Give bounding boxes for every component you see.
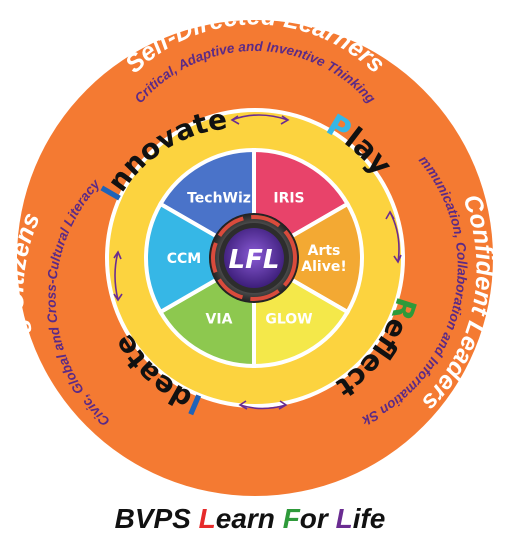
hub: LFL bbox=[209, 213, 299, 303]
hub-label: LFL bbox=[229, 245, 280, 275]
arrow-top-head-left-icon bbox=[230, 115, 240, 125]
middle-ring-border bbox=[105, 108, 405, 408]
arrow-right-head-top-icon bbox=[385, 210, 395, 220]
footer-tagline: BVPS Learn For Life bbox=[115, 503, 386, 534]
arrow-bottom-icon bbox=[239, 404, 287, 410]
segment-label: TechWiz bbox=[187, 190, 251, 206]
arrow-right-head-bottom-icon bbox=[393, 254, 402, 264]
segment-label: IRIS bbox=[273, 190, 304, 206]
segment-label: VIA bbox=[206, 312, 233, 328]
arrow-bottom-head-left-icon bbox=[238, 400, 248, 410]
cycle-arrows bbox=[113, 114, 402, 410]
segment-ccm bbox=[144, 201, 259, 315]
arrow-left-head-top-icon bbox=[113, 250, 122, 260]
segment-label: CCM bbox=[167, 251, 201, 267]
arrow-bottom-head-right-icon bbox=[278, 400, 288, 410]
segment-label: GLOW bbox=[265, 312, 312, 328]
arrow-left-head-bottom-icon bbox=[113, 293, 123, 302]
arrow-top-head-right-icon bbox=[280, 115, 290, 125]
arrow-top-icon bbox=[231, 114, 289, 121]
segment-arts-alive bbox=[249, 201, 364, 315]
arrow-left-icon bbox=[114, 251, 119, 301]
